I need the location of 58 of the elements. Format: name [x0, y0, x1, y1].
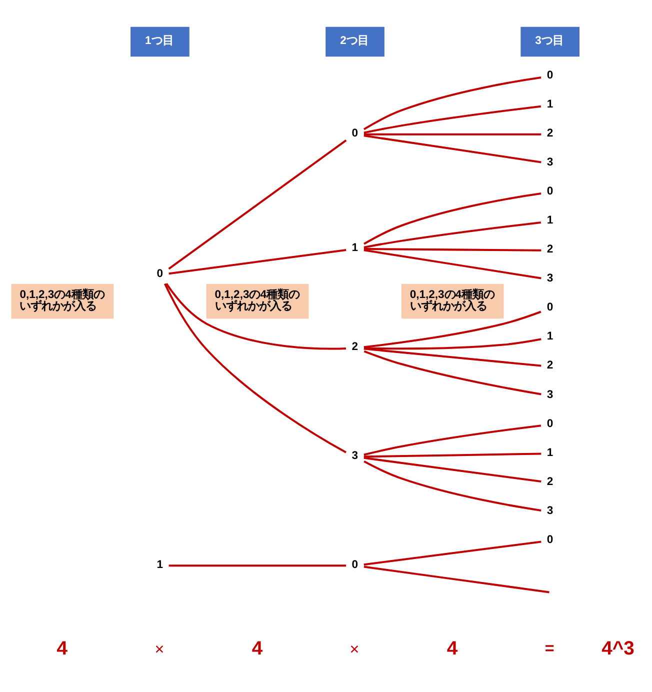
- node-text: 0: [352, 558, 358, 571]
- node-text: 0: [546, 302, 554, 314]
- connector: [364, 133, 542, 136]
- node-text: 3: [546, 504, 554, 517]
- node-box: 1つ目: [130, 26, 190, 57]
- node-text: 1: [546, 214, 554, 227]
- connector: [168, 248, 346, 275]
- node-text: 1: [546, 446, 554, 459]
- label: 4: [252, 637, 263, 660]
- node-text: 0: [546, 418, 554, 430]
- connector: [364, 105, 542, 134]
- connector: [364, 221, 542, 248]
- connector: [364, 348, 542, 367]
- node-box: 0,1,2,3の4種類のいずれかが入る: [206, 284, 309, 319]
- connector: [364, 310, 542, 348]
- node-text: 1: [546, 98, 554, 111]
- connector: [364, 248, 542, 252]
- connector: [364, 456, 542, 483]
- label: ×: [154, 640, 164, 658]
- node-text: 0: [352, 128, 358, 140]
- node-text: 0: [546, 534, 554, 546]
- connector: [364, 460, 542, 512]
- connector: [364, 249, 542, 280]
- node-text: 3: [352, 450, 358, 462]
- node-text: 3: [546, 156, 554, 169]
- node-box: 0,1,2,3の4種類のいずれかが入る: [401, 284, 504, 319]
- connector: [364, 350, 542, 396]
- node-text: 0: [546, 186, 554, 198]
- connector: [364, 566, 550, 594]
- connector: [364, 192, 542, 245]
- label: 4: [56, 637, 68, 660]
- connector: [364, 452, 542, 458]
- node-text: 2: [546, 476, 554, 488]
- connector: [168, 139, 347, 270]
- node-text: 0: [546, 70, 554, 82]
- connector: [363, 76, 542, 130]
- connector: [364, 338, 542, 350]
- node-text: 1: [352, 242, 358, 254]
- node-box: 0,1,2,3の4種類のいずれかが入る: [11, 284, 114, 319]
- node-text: 2: [546, 360, 554, 372]
- node-text: 2: [546, 244, 554, 256]
- node-text: 0: [156, 268, 164, 280]
- label: 4: [446, 637, 458, 660]
- node-text: 1: [546, 330, 554, 343]
- node-text: 3: [546, 388, 554, 401]
- node-text: 1: [156, 558, 164, 571]
- label: 4^3: [602, 637, 634, 660]
- label: =: [544, 639, 554, 658]
- connector: [168, 564, 346, 567]
- connector: [364, 424, 542, 456]
- node-text: 3: [546, 272, 554, 285]
- node-box: 3つ目: [520, 26, 580, 57]
- connector: [364, 540, 542, 566]
- connector: [364, 134, 542, 164]
- label: ×: [350, 640, 360, 658]
- node-text: 2: [352, 341, 358, 354]
- node-text: 2: [546, 128, 554, 140]
- node-box: 2つ目: [326, 26, 384, 57]
